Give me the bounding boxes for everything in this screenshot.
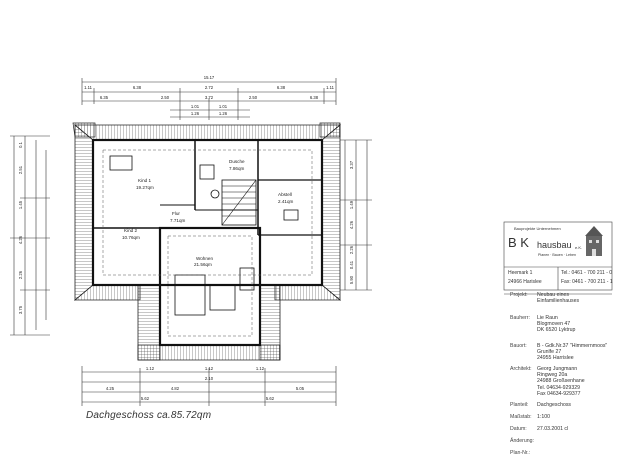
value-bauherr-2: DK 6520 Lyktrup: [537, 327, 576, 334]
value-projekt-1: Einfamilienhauses: [537, 298, 580, 305]
label-architekt: Architekt:: [510, 366, 532, 372]
logo-suffix: e.K.: [575, 245, 583, 250]
dim-top-r1-3: 6.38: [277, 85, 286, 90]
dim-left-0: 0.1: [18, 141, 23, 147]
label-aenderung: Änderung:: [510, 438, 534, 444]
plan-title: Dachgeschoss ca.85.72qm: [86, 410, 212, 421]
company-tel: Tel.: 0461 - 700 211 - 0: [561, 270, 613, 276]
dim-bot-r3-0: 4.25: [106, 386, 115, 391]
dim-bot-r2-0: 2.10: [205, 376, 214, 381]
dimension-lines-top: [81, 78, 337, 120]
dim-left-4: 2.26: [18, 270, 23, 279]
value-datum-0: 27.03.2001 cl: [537, 426, 569, 432]
value-bauherr-1: Blogmoven 47: [537, 321, 571, 328]
company-tagline: Bauprojekte Unternehmen: [514, 226, 561, 231]
label-massstab: Maßstab:: [510, 414, 532, 420]
dim-bot-r3-2: 5.05: [296, 386, 305, 391]
dim-top-r3-1: 1.01: [219, 104, 228, 109]
dimension-lines-bottom: [81, 366, 337, 406]
dim-top-r4-0: 1.26: [191, 111, 200, 116]
room-wohnen-name: Wohnen: [196, 256, 213, 261]
label-bauort: Bauort:: [510, 343, 527, 349]
value-bauort-2: 24955 Harrislee: [537, 355, 574, 362]
dim-top-r3-0: 1.01: [191, 104, 200, 109]
dim-top-r1-2: 2.72: [205, 85, 214, 90]
dim-top-r2-0: 6.35: [100, 95, 109, 100]
room-labels: Kind 1 19.27qm Dusche 7.86qm Flur 7.71qm…: [122, 159, 293, 267]
label-planteil: Planteil:: [510, 402, 529, 408]
dim-left-5: 3.75: [18, 305, 23, 314]
dim-top-r2-2: 3.72: [205, 95, 214, 100]
dim-top-overall: 15.17: [204, 75, 215, 80]
room-flur-area: 7.71qm: [170, 218, 185, 223]
house-logo-icon: [585, 226, 603, 256]
dim-left-3: 4.26: [18, 235, 23, 244]
dim-bot-overall-0: 5.62: [141, 396, 150, 401]
dim-right-5: 5.90: [349, 275, 354, 284]
logo-letters: B K: [508, 235, 529, 250]
value-architekt-1: Ringweg 20a: [537, 372, 568, 379]
room-flur-name: Flur: [172, 211, 180, 216]
dim-bot-r1-2: 1.12: [256, 366, 265, 371]
dim-right-4: 0.41: [349, 260, 354, 269]
dim-right-3: 2.26: [349, 245, 354, 254]
value-projekt-0: Neubau eines: [537, 292, 570, 298]
label-datum: Datum:: [510, 426, 527, 432]
dim-top-r4-1: 1.26: [219, 111, 228, 116]
value-architekt-0: Georg Jungmann: [537, 366, 578, 372]
dim-left-2: 1.45: [18, 200, 23, 209]
room-dusche-name: Dusche: [229, 159, 245, 164]
value-massstab-0: 1:100: [537, 414, 550, 420]
address-street: Heemark 1: [508, 270, 533, 276]
room-kind1-area: 19.27qm: [136, 185, 154, 190]
title-block-frame: [503, 221, 613, 295]
value-architekt-2: 24988 Großsenhane: [537, 378, 585, 385]
dim-bot-r1-1: 1.12: [205, 366, 214, 371]
value-architekt-4: Fax 04634-929377: [537, 390, 581, 397]
room-wohnen-area: 21.56qm: [194, 262, 212, 267]
company-fax: Fax: 0461 - 700 211 - 1: [561, 279, 613, 285]
slope-lines: [102, 149, 313, 337]
dim-top-r2-3: 2.50: [249, 95, 258, 100]
dim-bot-r1-0: 1.12: [146, 366, 155, 371]
dim-right-1: 1.49: [349, 200, 354, 209]
room-dusche-area: 7.86qm: [229, 166, 244, 171]
room-abstell-area: 2.41qm: [278, 199, 293, 204]
dim-right-0: 3.37: [349, 160, 354, 169]
dimension-lines-right: [340, 139, 372, 291]
dimension-labels: 15.17 1.11 6.38 2.72 6.38 1.11 6.35 2.50 3.72 2.5…: [18, 75, 354, 401]
value-bauort-0: B - Gdk.Nr.37 "Himmernmoos": [537, 343, 608, 349]
label-projekt: Projekt:: [510, 292, 528, 298]
logo-word: hausbau: [537, 240, 572, 250]
dim-top-r1-1: 6.38: [133, 85, 142, 90]
dim-top-r1-4: 1.11: [326, 85, 335, 90]
room-kind2-name: Kind 2: [124, 228, 137, 233]
room-abstell-name: Abstell: [278, 192, 292, 197]
dim-top-r2-4: 6.38: [310, 95, 319, 100]
label-planrei: Plan-Nr.:: [510, 450, 531, 456]
value-bauherr-0: Lie Raun: [537, 315, 558, 321]
room-kind1-name: Kind 1: [138, 178, 151, 183]
room-kind2-area: 10.76qm: [122, 235, 140, 240]
logo-sub: Planen · Bauen · Leben: [538, 253, 576, 257]
dim-bot-r3-1: 4.82: [171, 386, 180, 391]
dim-bot-overall-1: 5.62: [266, 396, 275, 401]
dim-left-1: 2.51: [18, 165, 23, 174]
roof-outline: [72, 122, 342, 361]
label-bauherr: Bauherr:: [510, 315, 530, 321]
dim-right-2: 4.26: [349, 220, 354, 229]
dimension-lines-left: [10, 135, 50, 336]
value-planteil-0: Dachgeschoss: [537, 402, 572, 408]
walls: [91, 138, 324, 347]
address-city: 24966 Harislee: [508, 279, 542, 285]
value-architekt-3: Tel. 04634-929329: [537, 384, 580, 391]
dim-top-r1-0: 1.11: [84, 85, 93, 90]
dim-top-r2-1: 2.50: [161, 95, 170, 100]
value-bauort-1: Grunlfe 27: [537, 349, 562, 356]
